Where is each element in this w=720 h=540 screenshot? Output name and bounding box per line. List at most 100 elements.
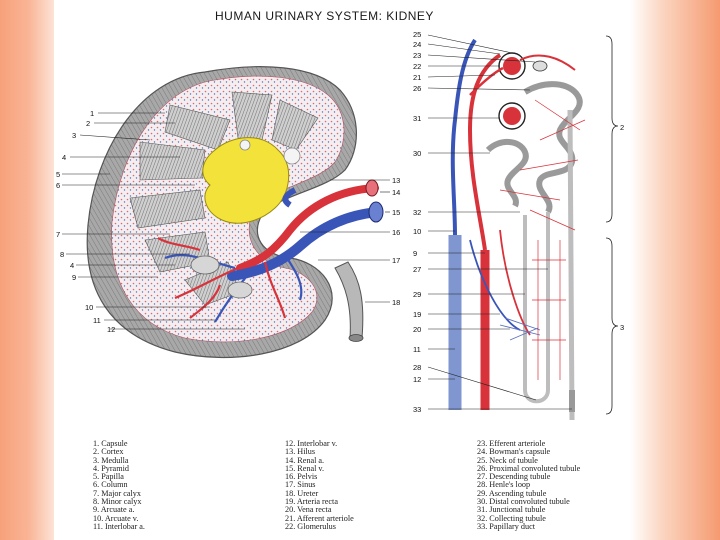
- label-7: 7: [56, 230, 60, 239]
- legend-item: 19. Arteria recta: [285, 497, 338, 507]
- legend-item: 3. Medulla: [93, 455, 129, 465]
- ureter-end: [348, 334, 364, 342]
- legend-item: 33. Papillary duct: [477, 521, 535, 531]
- renal-pelvis: [202, 137, 290, 224]
- minor-calyx: [227, 281, 253, 299]
- legend-item: 5. Papilla: [93, 472, 124, 482]
- legend-item: 21. Afferent arteriole: [285, 513, 354, 523]
- ureter: [334, 261, 364, 339]
- legend-item: 29. Ascending tubule: [477, 488, 547, 498]
- renal-artery: [236, 184, 379, 272]
- proximal-convoluted-tubule: [523, 81, 583, 214]
- label-22: 22: [413, 62, 421, 71]
- legend-item: 20. Vena recta: [285, 505, 332, 515]
- legend-item: 13. Hilus: [285, 447, 316, 457]
- nephron-number-labels: 25 24 23 22 21 26 31 30 32 10 9 27 29 19…: [413, 30, 624, 414]
- label-4b: 4: [70, 261, 74, 270]
- peritubular-capillaries: [499, 99, 586, 380]
- papilla: [239, 139, 251, 151]
- legend-item: 31. Junctional tubule: [477, 505, 546, 515]
- legend-item: 27. Descending tubule: [477, 472, 551, 482]
- label-3: 3: [72, 131, 76, 140]
- legend-item: 28. Henle's loop: [477, 480, 531, 490]
- label-27: 27: [413, 265, 421, 274]
- legend-item: 4. Pyramid: [93, 463, 129, 473]
- legend-item: 10. Arcuate v.: [93, 513, 139, 523]
- legend-item: 32. Collecting tubule: [477, 513, 546, 523]
- legend-column-3: 23. Efferent arteriole 24. Bowman's caps…: [477, 439, 580, 531]
- nephron-section: [448, 35, 619, 421]
- label-20: 20: [413, 325, 421, 334]
- minor-calyx: [190, 255, 220, 275]
- nephron-leader-lines: [427, 34, 572, 410]
- legend-item: 11. Interlobar a.: [93, 521, 145, 531]
- arcuate-vein: [450, 38, 477, 236]
- label-16: 16: [392, 228, 400, 237]
- legend-column-1: 1. Capsule 2. Cortex 3. Medulla 4. Pyram…: [93, 439, 145, 531]
- pyramid: [129, 189, 206, 229]
- legend-item: 12. Interlobar v.: [285, 439, 338, 448]
- neck-of-tubule: [532, 60, 548, 72]
- legend-item: 6. Column: [93, 480, 128, 490]
- legend-column-2: 12. Interlobar v. 13. Hilus 14. Renal a.…: [285, 439, 354, 531]
- label-9: 9: [72, 273, 76, 282]
- arcuate-artery: [467, 53, 502, 251]
- capillary-network: [499, 317, 541, 341]
- label-23: 23: [413, 51, 421, 60]
- label-10: 10: [413, 227, 421, 236]
- label-33: 33: [413, 405, 421, 414]
- renal-vein: [227, 207, 383, 281]
- glomerulus: [503, 107, 521, 125]
- legend-item: 23. Efferent arteriole: [477, 439, 546, 448]
- label-9: 9: [413, 249, 417, 258]
- pyramids: [129, 91, 319, 306]
- right-accent-band: [630, 0, 720, 540]
- glomerulus: [503, 57, 521, 75]
- label-24: 24: [413, 40, 421, 49]
- legend-item: 16. Pelvis: [285, 472, 318, 482]
- legend-item: 14. Renal a.: [285, 455, 325, 465]
- diagram-title: HUMAN URINARY SYSTEM: KIDNEY: [215, 9, 434, 23]
- legend-item: 22. Glomerulus: [285, 521, 336, 531]
- henles-loop: [523, 389, 550, 404]
- bracket-medulla: [605, 237, 619, 415]
- legend-item: 7. Major calyx: [93, 488, 141, 498]
- renal-vein-upper: [282, 187, 297, 208]
- papilla: [283, 147, 301, 165]
- label-2: 2: [86, 119, 90, 128]
- arteria-recta: [499, 229, 531, 336]
- kidney-number-labels: 1 2 3 4 5 6 7 8 4 9 10 11 12 13 14 15 16…: [56, 109, 400, 334]
- label-28: 28: [413, 363, 421, 372]
- label-21: 21: [413, 73, 421, 82]
- legend-item: 30. Distal convoluted tubule: [477, 497, 570, 507]
- label-25: 25: [413, 30, 421, 39]
- legend-item: 18. Ureter: [285, 488, 319, 498]
- label-18: 18: [392, 298, 400, 307]
- label-15: 15: [392, 208, 400, 217]
- label-5: 5: [56, 170, 60, 179]
- label-1: 1: [90, 109, 94, 118]
- label-6: 6: [56, 181, 60, 190]
- legend-item: 8. Minor calyx: [93, 497, 142, 507]
- label-12: 12: [107, 325, 115, 334]
- distal-convoluted-tubule: [485, 139, 529, 208]
- legend-item: 2. Cortex: [93, 447, 124, 457]
- legend-item: 25. Neck of tubule: [477, 455, 538, 465]
- collecting-tubule: [567, 109, 575, 421]
- renal-vein-end: [368, 201, 384, 223]
- afferent-arteriole: [469, 66, 504, 96]
- bracket-label-3: 3: [620, 323, 624, 332]
- bracket-label-2: 2: [620, 123, 624, 132]
- kidney-section: [86, 66, 384, 359]
- renal-artery-end: [365, 179, 379, 197]
- label-10: 10: [85, 303, 93, 312]
- label-17: 17: [392, 256, 400, 265]
- label-11: 11: [93, 316, 101, 325]
- label-32: 32: [413, 208, 421, 217]
- label-14: 14: [392, 188, 400, 197]
- pyramid: [139, 141, 206, 181]
- label-12: 12: [413, 375, 421, 384]
- label-13: 13: [392, 176, 400, 185]
- label-8: 8: [60, 250, 64, 259]
